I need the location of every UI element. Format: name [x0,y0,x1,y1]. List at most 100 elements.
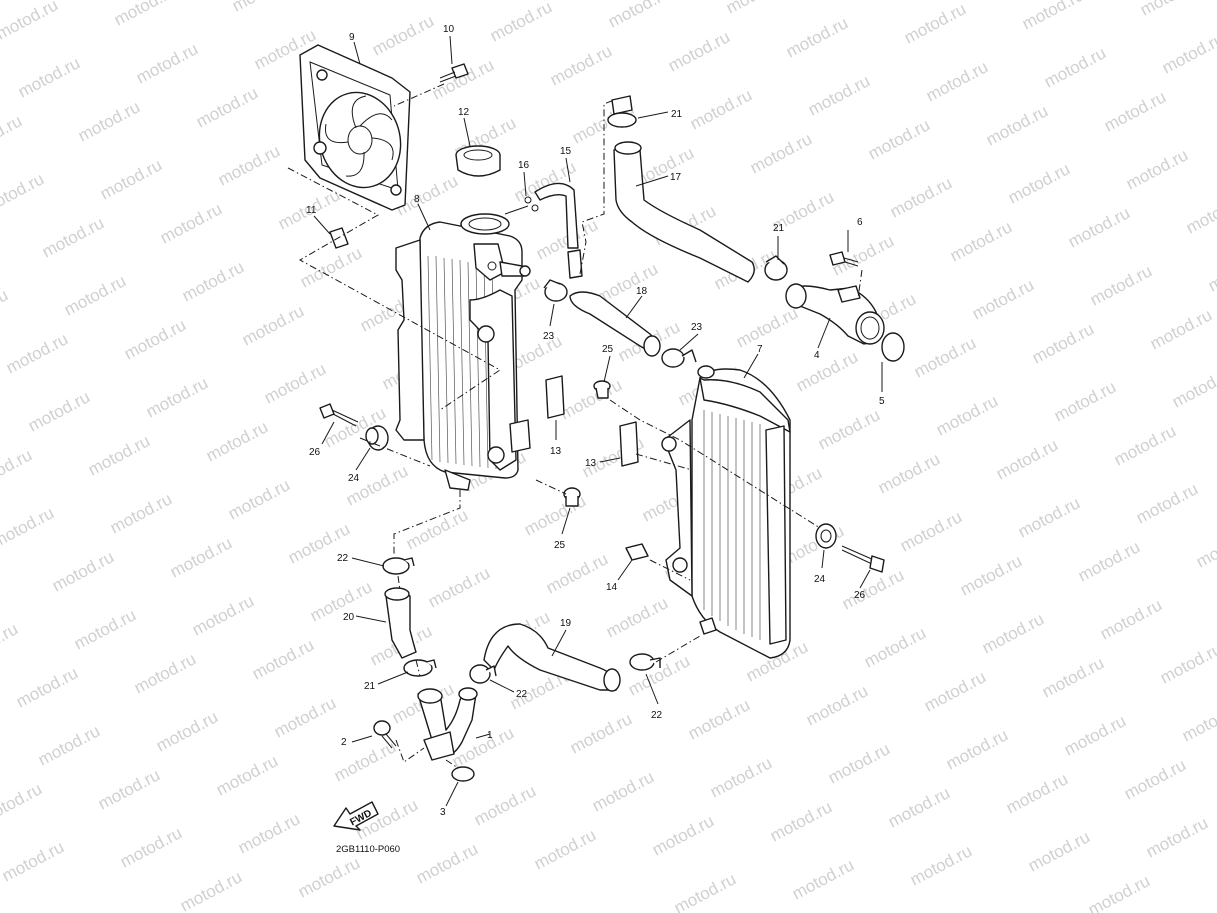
watermark-text: motod.ru [911,333,979,381]
watermark-text: motod.ru [1029,319,1097,367]
watermark-text: motod.ru [61,271,129,319]
watermark-text: motod.ru [921,667,989,715]
bolt-6 [829,251,859,267]
watermark-text: motod.ru [1019,0,1087,34]
diagram-code: 2GB1110-P060 [336,844,400,855]
watermark-text: motod.ru [347,0,415,2]
watermark-text: motod.ru [723,0,791,18]
grommet-24-left [365,425,389,451]
watermark-text: motod.ru [143,373,211,421]
watermark-text: motod.ru [923,57,991,105]
watermark-text: motod.ru [897,507,965,555]
watermark-text: motod.ru [225,475,293,523]
callout-8: 8 [414,194,420,205]
watermark-text: motod.ru [271,693,339,741]
watermark-text: motod.ru [589,767,657,815]
watermark-text: motod.ru [567,709,635,757]
watermark-text: motod.ru [39,213,107,261]
y-joint-pipe-1 [417,687,478,761]
watermark-text: motod.ru [887,173,955,221]
watermark-text: motod.ru [157,199,225,247]
grommet-24-right [815,523,837,549]
watermark-text: motod.ru [403,505,471,553]
watermark-text: motod.ru [429,55,497,103]
watermark-text: motod.ru [13,663,81,711]
watermark-text: motod.ru [1085,871,1153,913]
watermark-text: motod.ru [1157,639,1217,687]
watermark-text: motod.ru [543,549,611,597]
watermark-text: motod.ru [193,83,261,131]
watermark-text: motod.ru [969,275,1037,323]
callout-18: 18 [636,286,648,297]
watermark-text: motod.ru [1147,305,1215,353]
watermark-text: motod.ru [789,855,857,903]
watermark-text: motod.ru [957,551,1025,599]
watermark-text: motod.ru [297,243,365,291]
watermark-text: motod.ru [0,779,45,827]
watermark-text: motod.ru [71,605,139,653]
watermark-text: motod.ru [235,809,303,857]
watermark-text: motod.ru [343,461,411,509]
hose-clamp-21-right [764,255,788,281]
watermark-text: motod.ru [707,753,775,801]
callout-13-left: 13 [550,446,562,457]
watermark-text: motod.ru [121,315,189,363]
watermark-text: motod.ru [95,765,163,813]
hose-clamp-23-right [661,348,697,368]
watermark-text: motod.ru [369,11,437,59]
collar-25-top [593,380,611,399]
watermark-text: motod.ru [1121,755,1189,803]
watermark-text: motod.ru [1123,145,1191,193]
watermark-text: motod.ru [825,739,893,787]
watermark-text: motod.ru [947,217,1015,265]
callout-14: 14 [606,582,618,593]
breather-hose [534,182,583,279]
watermark-text: motod.ru [983,101,1051,149]
callout-23-right: 23 [691,322,703,333]
watermark-text: motod.ru [671,869,739,913]
watermark-text: motod.ru [1183,189,1217,237]
watermark-text: motod.ru [685,695,753,743]
watermark-text: motod.ru [75,97,143,145]
callout-25-top: 25 [602,344,614,355]
watermark-text: motod.ru [49,547,117,595]
watermark-text: motod.ru [747,129,815,177]
callout-4: 4 [814,350,820,361]
collar-25-bottom [563,487,581,507]
watermark-text: motod.ru [1193,523,1217,571]
hose-clamp-22-left [382,557,415,575]
watermark-text: motod.ru [249,635,317,683]
watermark-text: motod.ru [0,619,21,667]
hose-18 [569,291,661,357]
watermark-text: motod.ru [177,867,245,913]
watermark-text: motod.ru [521,491,589,539]
callout-12: 12 [458,107,470,118]
watermark-text: motod.ru [107,489,175,537]
callout-25-bottom: 25 [554,540,566,551]
callout-21-top: 21 [671,109,683,120]
watermark-text: motod.ru [97,155,165,203]
watermark-text: motod.ru [3,329,71,377]
callout-24-right: 24 [814,574,826,585]
callout-21-bottom: 21 [364,681,376,692]
o-ring-5 [881,332,905,362]
hose-clamp-21-top [607,95,637,128]
watermark-text: motod.ru [531,825,599,873]
watermark-text: motod.ru [885,783,953,831]
callout-16: 16 [518,160,530,171]
callout-6: 6 [857,217,863,228]
watermark-text: motod.ru [979,609,1047,657]
hose-clamp-22-right [629,653,661,671]
callout-labels: 1 2 3 4 5 6 7 8 9 10 11 12 13 13 14 15 1… [306,24,885,818]
callout-5: 5 [879,396,885,407]
assembly-lines [287,83,863,769]
right-radiator [661,365,791,659]
watermark-text: motod.ru [0,169,47,217]
watermark-text: motod.ru [767,797,835,845]
lower-hose-19 [483,623,621,692]
callout-24-left: 24 [348,473,360,484]
watermark-text: motod.ru [0,111,25,159]
watermark-text: motod.ru [1159,29,1217,77]
